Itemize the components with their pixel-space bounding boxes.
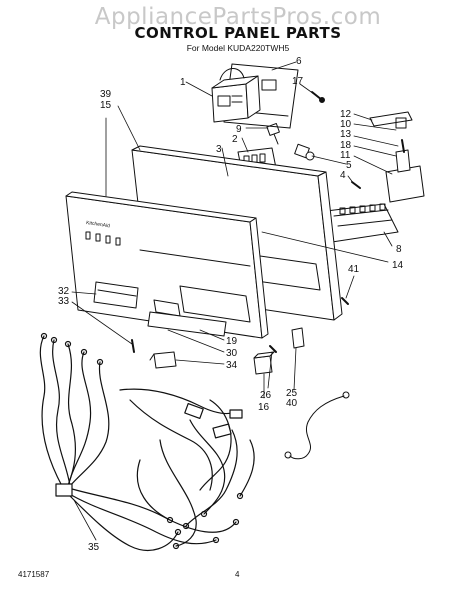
callout-12: 12 bbox=[340, 109, 352, 120]
callout-30: 30 bbox=[226, 348, 238, 359]
callout-13: 13 bbox=[340, 129, 352, 140]
part-35-wire-harness bbox=[39, 332, 255, 551]
callout-10: 10 bbox=[340, 119, 352, 130]
leader-lines bbox=[71, 61, 399, 541]
part-33-screw bbox=[131, 339, 135, 353]
callout-8: 8 bbox=[396, 244, 402, 255]
part-40-ground-wire bbox=[284, 391, 350, 460]
part-41-screw bbox=[341, 297, 349, 305]
part-32-flap bbox=[93, 281, 139, 309]
callout-26: 26 bbox=[260, 390, 272, 401]
callout-34: 34 bbox=[226, 360, 238, 371]
callout-4: 4 bbox=[340, 170, 346, 181]
document-number: 4171587 bbox=[18, 570, 50, 579]
callout-6: 6 bbox=[296, 56, 302, 67]
callout-2: 2 bbox=[232, 134, 238, 145]
callout-16: 16 bbox=[258, 402, 270, 413]
part-25-bracket bbox=[291, 327, 305, 349]
callout-32: 32 bbox=[58, 286, 70, 297]
callout-11: 11 bbox=[340, 150, 351, 161]
callout-18: 18 bbox=[340, 140, 352, 151]
part-18-switch-bracket bbox=[385, 139, 425, 203]
part-16-button bbox=[253, 351, 275, 375]
callout-25: 25 bbox=[286, 388, 298, 399]
callout-5: 5 bbox=[346, 160, 352, 171]
callout-14: 14 bbox=[392, 260, 404, 271]
part-26-screw bbox=[269, 345, 277, 353]
watermark: AppliancePartsPros.com bbox=[94, 4, 382, 30]
panel-brand-lettering: KitchenAid bbox=[86, 220, 111, 229]
page-number: 4 bbox=[235, 570, 240, 579]
callout-35: 35 bbox=[88, 542, 100, 553]
part-9-connector bbox=[266, 123, 315, 161]
diagram-subtitle: For Model KUDA220TWH5 bbox=[186, 43, 290, 53]
part-34-clip bbox=[149, 351, 177, 369]
part-19-trim-strip bbox=[147, 311, 227, 337]
callout-15: 15 bbox=[100, 100, 112, 111]
part-12-bracket bbox=[369, 111, 413, 129]
diagram-title: CONTROL PANEL PARTS bbox=[134, 24, 342, 42]
callout-9: 9 bbox=[236, 124, 242, 135]
part-1-control-module bbox=[211, 68, 261, 123]
callout-1: 1 bbox=[180, 77, 186, 88]
callout-numbers: 1 2 3 4 5 6 8 9 10 11 12 13 14 15 16 17 … bbox=[58, 56, 404, 553]
callout-40: 40 bbox=[286, 398, 298, 409]
callout-39: 39 bbox=[100, 89, 112, 100]
callout-19: 19 bbox=[226, 336, 238, 347]
callout-33: 33 bbox=[58, 296, 70, 307]
callout-17: 17 bbox=[292, 76, 304, 87]
callout-3: 3 bbox=[216, 144, 222, 155]
callout-41: 41 bbox=[348, 264, 360, 275]
